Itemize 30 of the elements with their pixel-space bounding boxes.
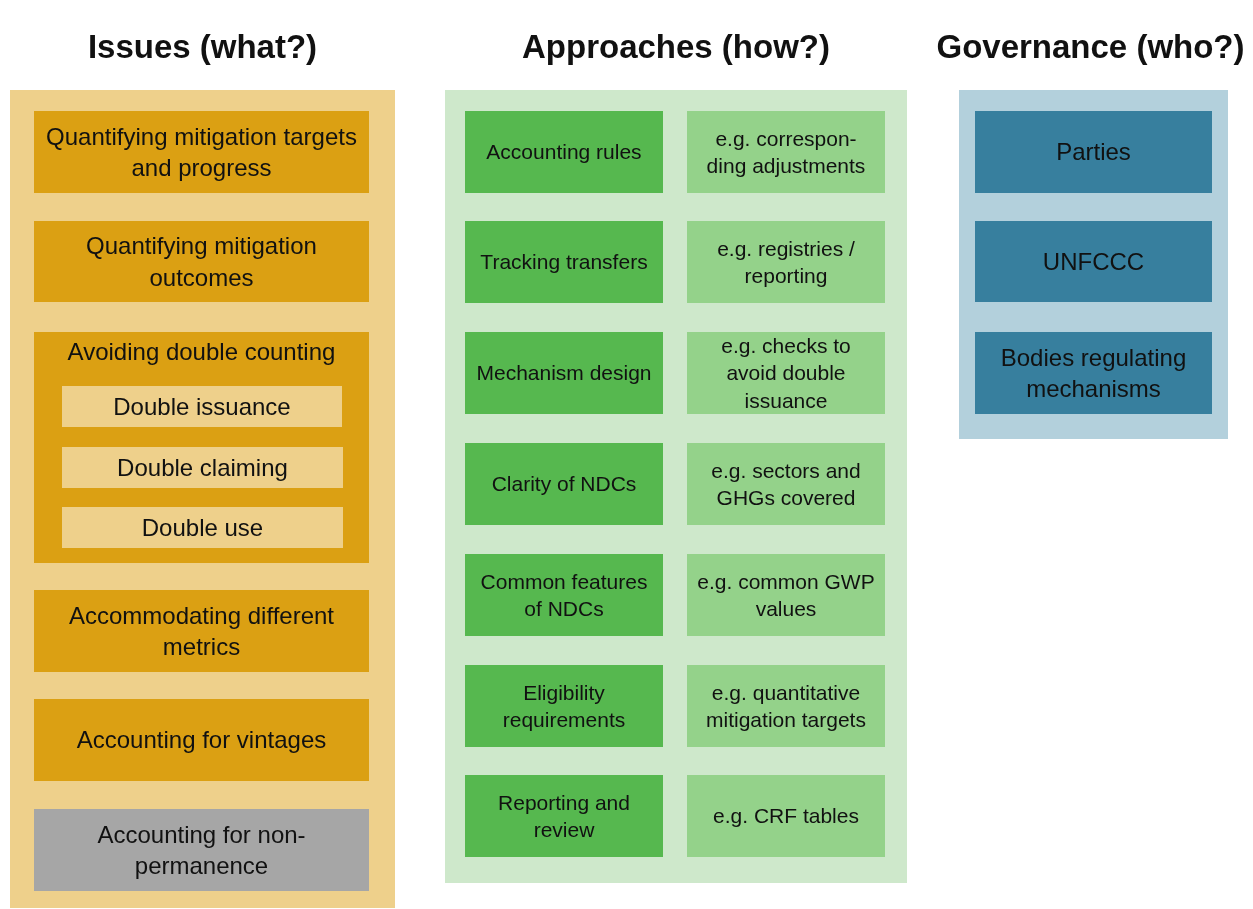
issue-box: Double issuance xyxy=(62,386,342,427)
issue-box: Accounting for non-permanence xyxy=(34,809,369,891)
column-heading: Issues (what?) xyxy=(86,28,319,66)
column-heading: Approaches (how?) xyxy=(521,28,831,66)
governance-box: Bodies regulating mechanisms xyxy=(975,332,1212,414)
issue-box: Accommodating different metrics xyxy=(34,590,369,672)
column-heading: Governance (who?) xyxy=(935,28,1246,66)
approach-box: Reporting and review xyxy=(465,775,663,857)
approach-box: Mechanism design xyxy=(465,332,663,414)
issue-box: Accounting for vintages xyxy=(34,699,369,781)
issue-box: Double claiming xyxy=(62,447,343,488)
example-box: e.g. CRF tables xyxy=(687,775,885,857)
issue-box: Double use xyxy=(62,507,343,548)
example-box: e.g. correspon- ding adjustments xyxy=(687,111,885,193)
approach-box: Clarity of NDCs xyxy=(465,443,663,525)
approach-box: Eligibility requirements xyxy=(465,665,663,747)
group-box xyxy=(34,332,369,563)
approach-box: Accounting rules xyxy=(465,111,663,193)
governance-box: Parties xyxy=(975,111,1212,193)
example-box: e.g. quantitative mitigation targets xyxy=(687,665,885,747)
governance-box: UNFCCC xyxy=(975,221,1212,302)
example-box: e.g. checks to avoid double issuance xyxy=(687,332,885,414)
example-box: e.g. common GWP values xyxy=(687,554,885,636)
issue-box: Quantifying mitigation targets and progress xyxy=(34,111,369,193)
example-box: e.g. sectors and GHGs covered xyxy=(687,443,885,525)
group-heading: Avoiding double counting xyxy=(66,338,337,366)
approach-box: Common features of NDCs xyxy=(465,554,663,636)
example-box: e.g. registries / reporting xyxy=(687,221,885,303)
approach-box: Tracking transfers xyxy=(465,221,663,303)
issue-box: Quantifying mitigation outcomes xyxy=(34,221,369,302)
